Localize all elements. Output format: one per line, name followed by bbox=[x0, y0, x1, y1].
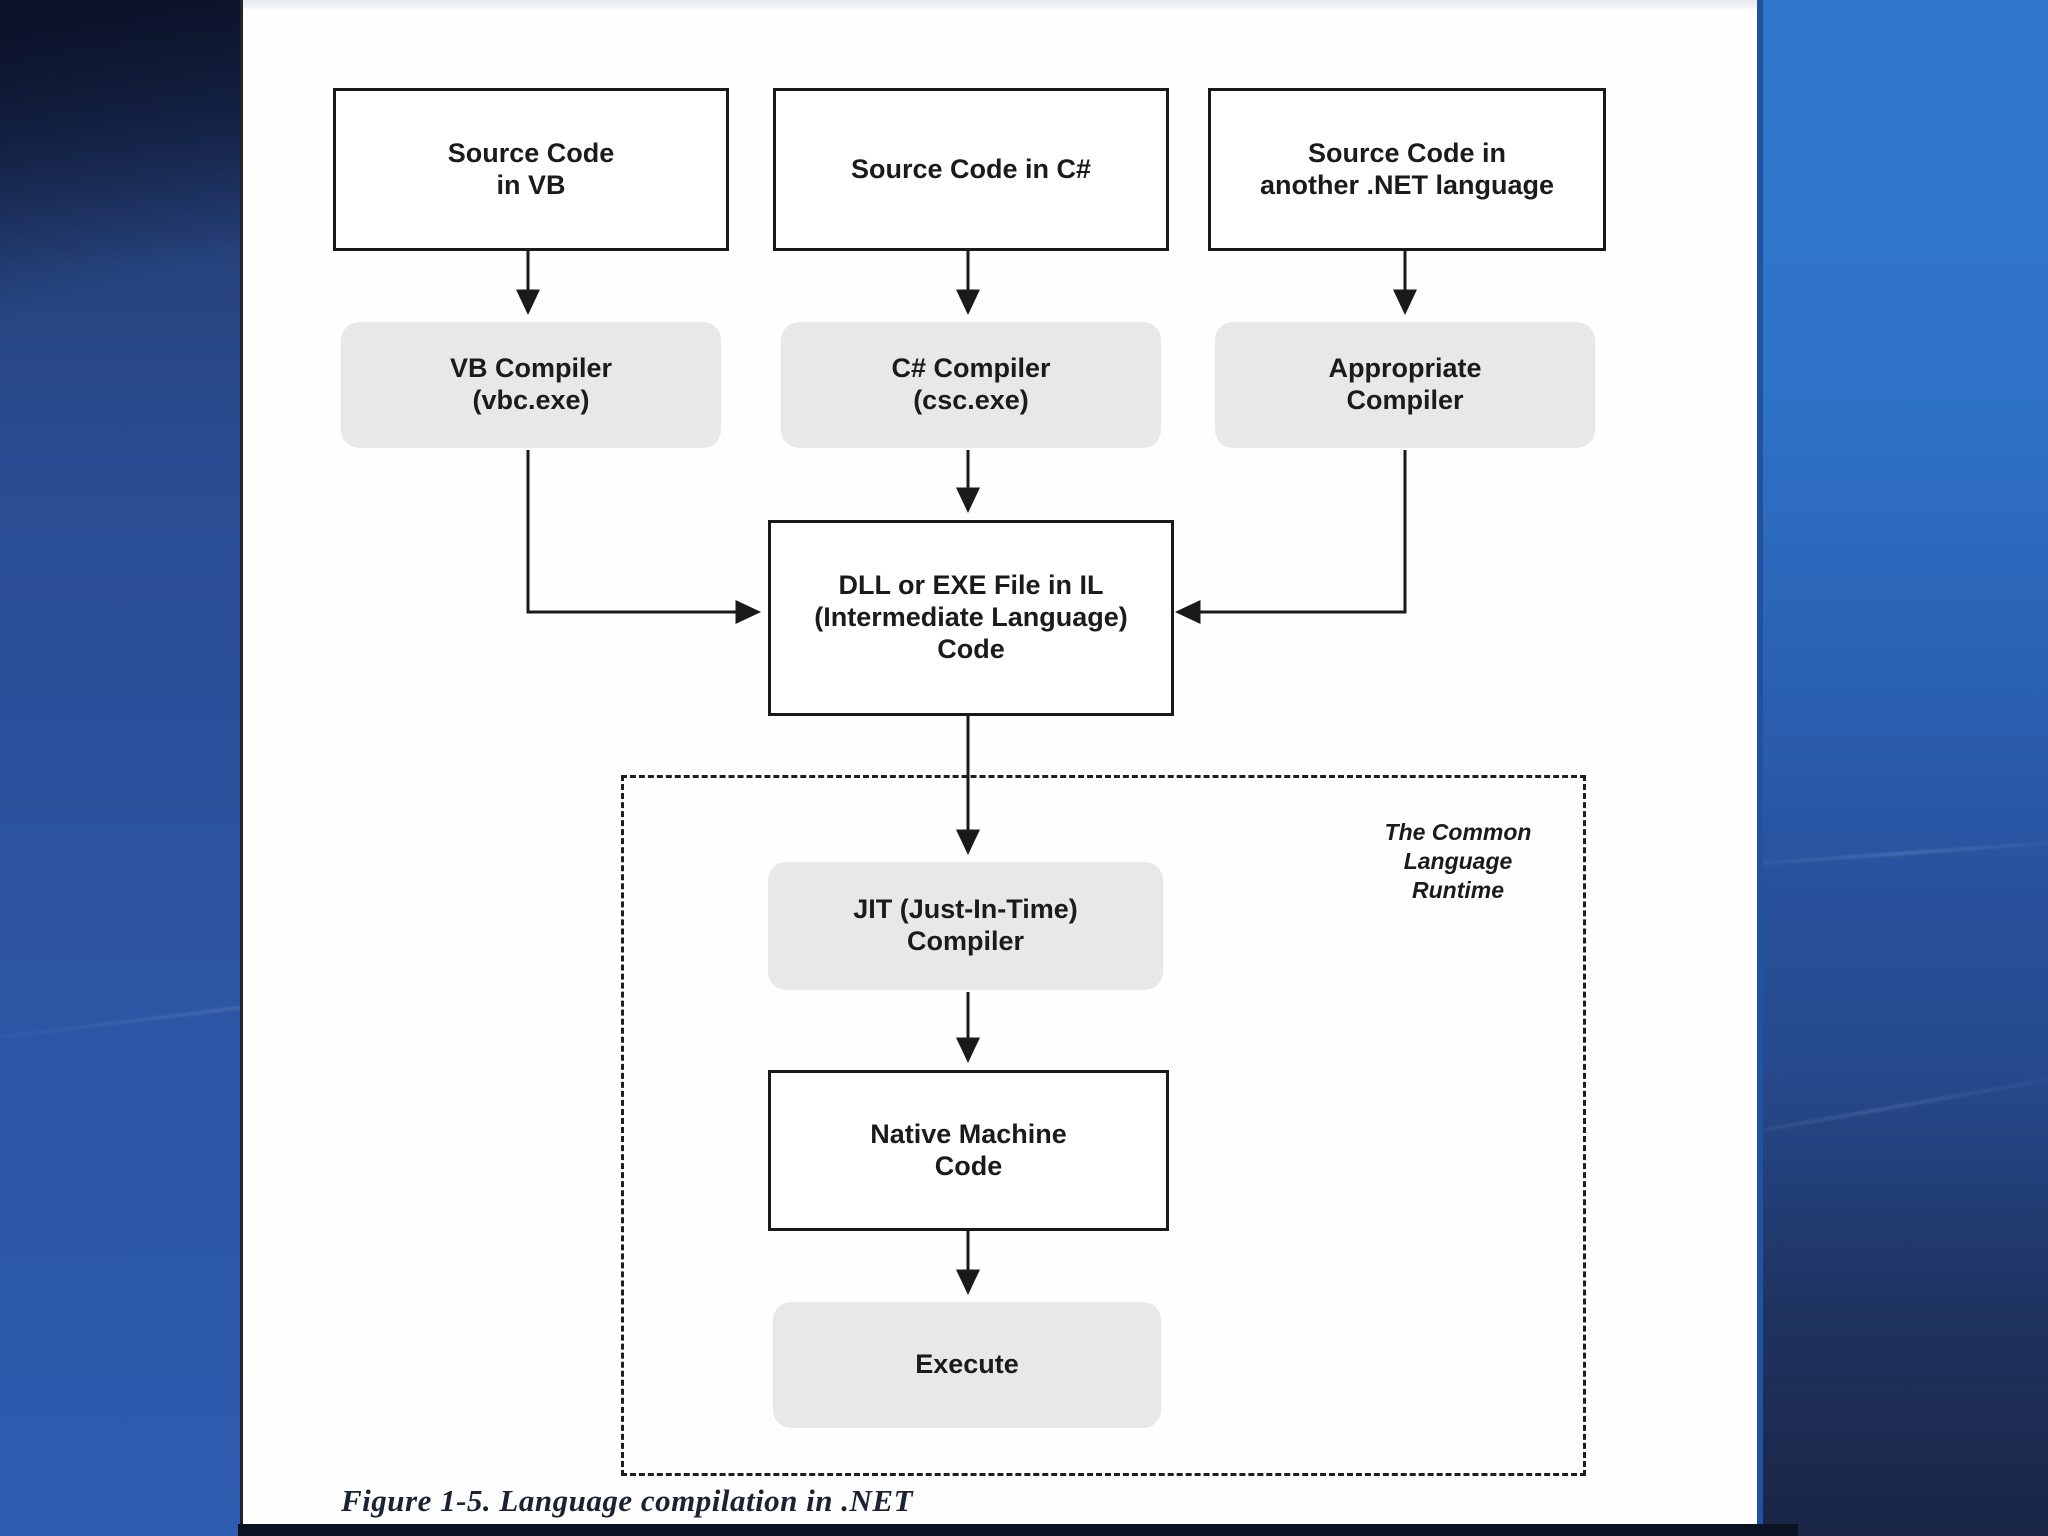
node-source-code-other-dotnet: Source Code in another .NET language bbox=[1208, 88, 1606, 251]
arrow-appropriate-compiler-to-il bbox=[1175, 450, 1407, 624]
page-top-edge bbox=[243, 0, 1757, 9]
flow-connectors bbox=[516, 247, 1417, 1295]
bottom-dark-strip bbox=[238, 1524, 1798, 1536]
node-source-code-csharp: Source Code in C# bbox=[773, 88, 1169, 251]
node-appropriate-compiler: Appropriate Compiler bbox=[1215, 322, 1595, 448]
node-execute: Execute bbox=[773, 1302, 1161, 1428]
node-source-code-vb: Source Code in VB bbox=[333, 88, 729, 251]
clr-region-label: The Common Language Runtime bbox=[1384, 819, 1532, 903]
clr-region-boundary bbox=[621, 775, 1586, 1476]
arrow-vb-compiler-to-il bbox=[526, 450, 761, 624]
figure-caption: Figure 1-5. Language compilation in .NET bbox=[341, 1483, 914, 1518]
node-csharp-compiler: C# Compiler (csc.exe) bbox=[781, 322, 1161, 448]
node-vb-compiler: VB Compiler (vbc.exe) bbox=[341, 322, 721, 448]
desktop-background-left bbox=[0, 0, 242, 1536]
desktop-background-right bbox=[1760, 0, 2048, 1536]
document-page: Source Code in VB Source Code in C# Sour… bbox=[240, 0, 1763, 1536]
node-il-dll-exe-file: DLL or EXE File in IL (Intermediate Lang… bbox=[768, 520, 1174, 716]
node-native-machine-code: Native Machine Code bbox=[768, 1070, 1169, 1231]
node-jit-compiler: JIT (Just-In-Time) Compiler bbox=[768, 862, 1163, 990]
